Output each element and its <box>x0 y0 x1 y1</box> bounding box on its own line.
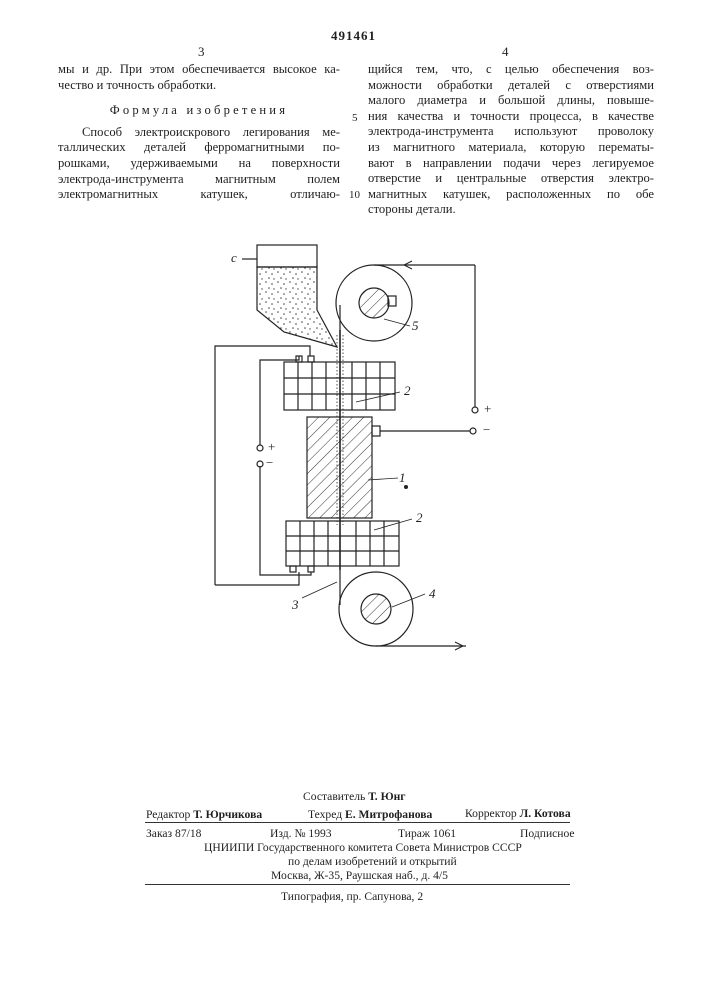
techred-credit: Техред Е. Митрофанова <box>308 807 432 822</box>
label-5: 5 <box>412 318 419 334</box>
compiler-name: Т. Юнг <box>368 790 405 803</box>
corrector-label: Корректор <box>465 807 517 820</box>
powder-hopper <box>242 245 337 347</box>
label-4: 4 <box>429 586 436 602</box>
order-number: Заказ 87/18 <box>146 826 201 841</box>
right-circuit <box>380 407 478 434</box>
workpiece-part <box>307 417 380 518</box>
label-plus-right: + <box>484 401 491 417</box>
label-minus-left: − <box>266 455 273 471</box>
circulation: Тираж 1061 <box>398 826 456 841</box>
compiler-label: Составитель <box>303 790 365 803</box>
edition-number: Изд. № 1993 <box>270 826 332 841</box>
corrector-name: Л. Котова <box>520 807 571 820</box>
organization-line-1: ЦНИИПИ Государственного комитета Совета … <box>204 840 522 855</box>
label-c: с <box>231 250 237 266</box>
compiler-credit: Составитель Т. Юнг <box>303 789 406 804</box>
lower-reel <box>339 572 466 650</box>
editor-credit: Редактор Т. Юрчикова <box>146 807 262 822</box>
label-2-lower: 2 <box>416 510 423 526</box>
organization-line-2: по делам изобретений и открытий <box>288 854 457 869</box>
editor-name: Т. Юрчикова <box>193 808 262 821</box>
label-3: 3 <box>292 597 299 613</box>
lower-electromagnet-coil <box>286 521 399 572</box>
left-circuit <box>215 346 311 585</box>
label-plus-left: + <box>268 439 275 455</box>
techred-label: Техред <box>308 808 342 821</box>
techred-name: Е. Митрофанова <box>345 808 432 821</box>
label-2-upper: 2 <box>404 383 411 399</box>
subscription: Подписное <box>520 826 575 841</box>
printer-line: Типография, пр. Сапунова, 2 <box>281 889 423 904</box>
imprint-rule-top <box>145 822 570 823</box>
corrector-credit: Корректор Л. Котова <box>465 806 571 821</box>
label-minus-right: − <box>483 422 490 438</box>
organization-address: Москва, Ж-35, Раушская наб., д. 4/5 <box>271 868 448 883</box>
editor-label: Редактор <box>146 808 190 821</box>
imprint-rule-bottom <box>145 884 570 885</box>
label-1: 1 <box>399 470 406 486</box>
